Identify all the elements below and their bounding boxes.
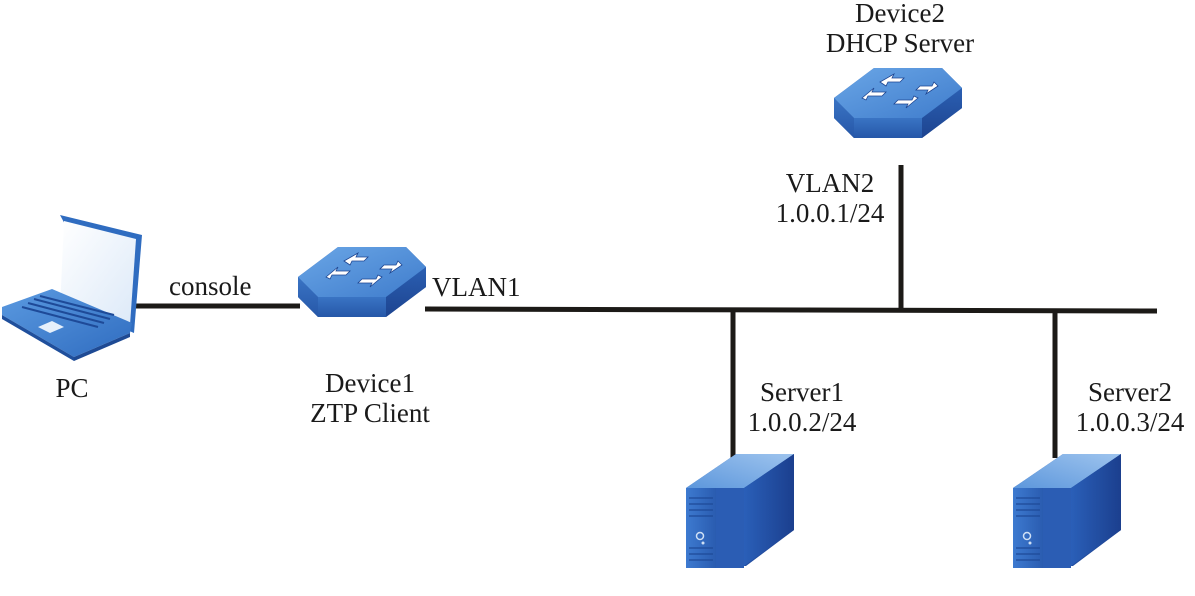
server1-icon[interactable] bbox=[685, 453, 795, 569]
server1-name: Server1 bbox=[760, 377, 844, 407]
pc-laptop-icon[interactable] bbox=[2, 215, 142, 361]
device1-name: Device1 bbox=[325, 368, 415, 398]
server2-label: Server2 1.0.0.3/24 bbox=[1062, 377, 1195, 437]
server2-ip: 1.0.0.3/24 bbox=[1075, 407, 1185, 437]
device2-switch-icon[interactable] bbox=[833, 67, 963, 139]
device2-label: Device2 DHCP Server bbox=[820, 0, 980, 58]
vlan2-interface-label: VLAN2 1.0.0.1/24 bbox=[760, 168, 900, 228]
console-link-label: console bbox=[169, 271, 252, 301]
server1-label: Server1 1.0.0.2/24 bbox=[734, 377, 870, 437]
server2-name: Server2 bbox=[1088, 377, 1172, 407]
device2-name: Device2 bbox=[855, 0, 945, 28]
device2-role: DHCP Server bbox=[825, 28, 975, 58]
vlan2-ip: 1.0.0.1/24 bbox=[775, 198, 885, 228]
vlan1-bus bbox=[424, 306, 1158, 314]
device1-label: Device1 ZTP Client bbox=[290, 368, 450, 428]
vlan2-name: VLAN2 bbox=[785, 168, 875, 198]
server1-ip: 1.0.0.2/24 bbox=[747, 407, 857, 437]
pc-label: PC bbox=[40, 373, 104, 403]
device1-switch-icon[interactable] bbox=[297, 246, 427, 318]
device1-role: ZTP Client bbox=[310, 398, 430, 428]
pc-label-line: PC bbox=[55, 373, 89, 403]
links bbox=[130, 165, 1158, 458]
vlan1-label: VLAN1 bbox=[432, 272, 521, 302]
server2-icon[interactable] bbox=[1012, 453, 1122, 569]
